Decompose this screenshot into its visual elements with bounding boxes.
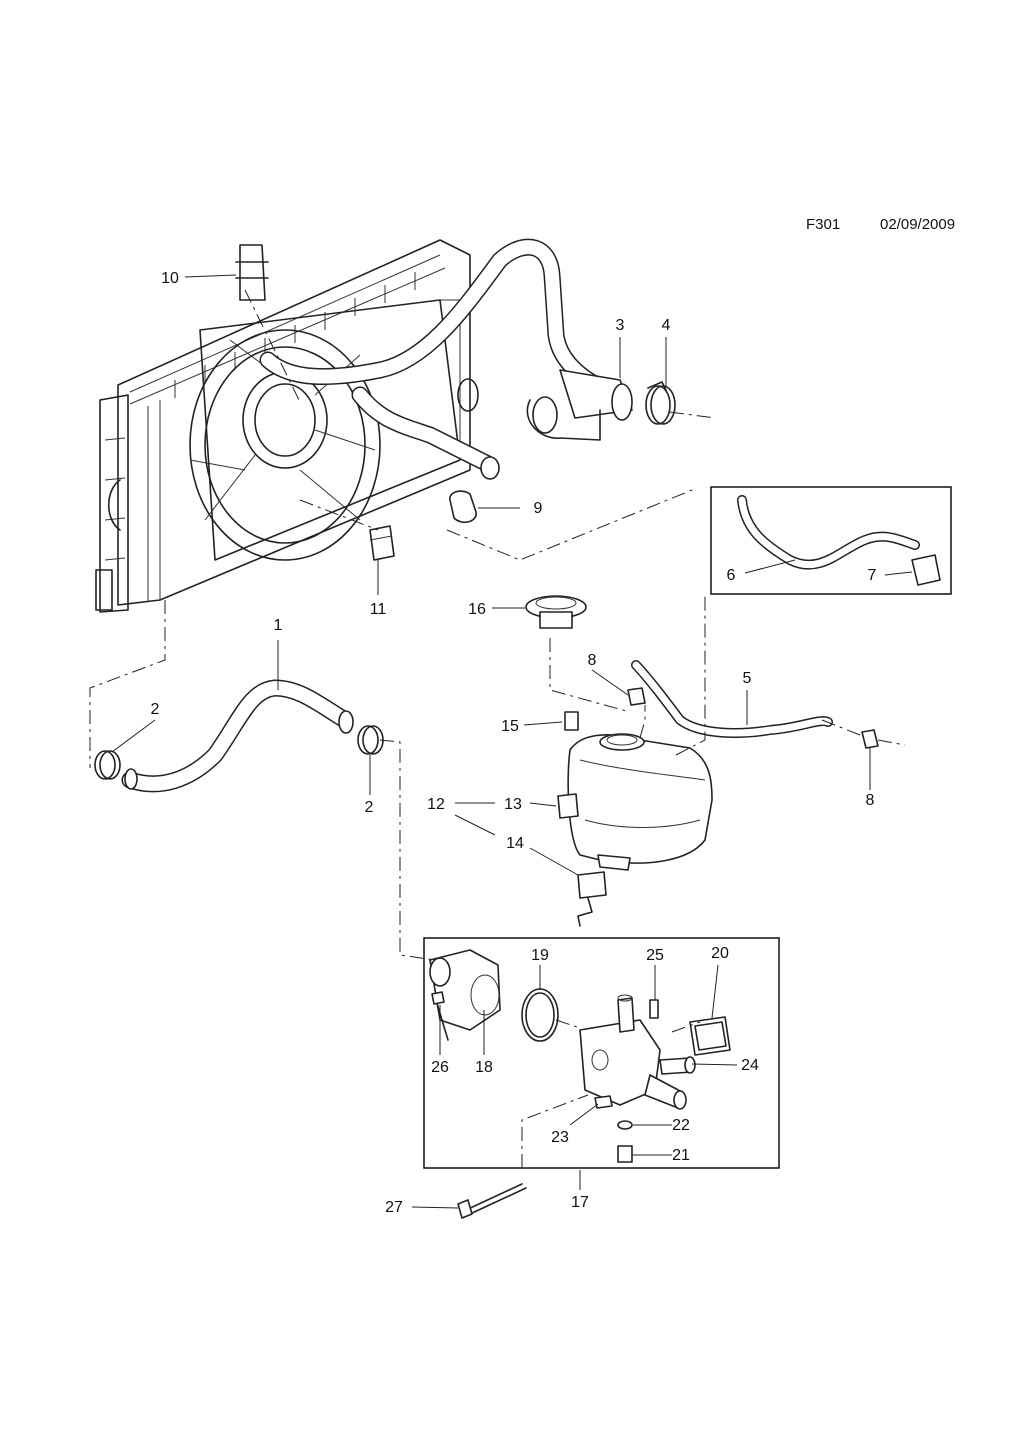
sensor-24 <box>659 1056 696 1075</box>
thermostat-cover-18 <box>429 949 501 1031</box>
bracket-11 <box>369 525 395 561</box>
callout-12: 12 <box>427 796 445 813</box>
bracket-13 <box>557 793 579 819</box>
callout-2-left: 2 <box>151 701 160 718</box>
callout-16: 16 <box>468 601 486 618</box>
callout-8-top: 8 <box>588 652 597 669</box>
clip-8-tank <box>627 687 646 706</box>
callout-18: 18 <box>475 1059 493 1076</box>
callout-25: 25 <box>646 947 664 964</box>
callout-3: 3 <box>616 317 625 334</box>
callout-27: 27 <box>385 1199 403 1216</box>
callout-15: 15 <box>501 718 519 735</box>
gasket-20 <box>689 1016 731 1056</box>
callout-11: 11 <box>370 601 387 618</box>
thermostat-housing-17 <box>579 994 687 1110</box>
callout-26: 26 <box>431 1059 449 1076</box>
expansion-tank <box>567 733 713 871</box>
hose-6 <box>737 495 920 570</box>
hose-5 <box>631 660 833 738</box>
clamp-9 <box>449 490 477 524</box>
callout-4: 4 <box>662 317 671 334</box>
clip-10 <box>235 244 269 301</box>
lower-radiator-hose <box>121 679 354 793</box>
bolt-27 <box>457 1183 527 1219</box>
radiator-fan-assembly <box>95 239 479 613</box>
hose-clamp-4 <box>645 381 676 425</box>
clip-8-hose <box>861 729 879 749</box>
callout-2-right: 2 <box>365 799 374 816</box>
hose-clamp-2-left <box>94 750 121 780</box>
callout-6: 6 <box>727 567 736 584</box>
callout-21: 21 <box>672 1147 690 1164</box>
callout-23: 23 <box>551 1129 569 1146</box>
callout-22: 22 <box>672 1117 690 1134</box>
leader-lines <box>111 274 913 1209</box>
sensor-14 <box>577 871 607 927</box>
callout-1: 1 <box>274 617 283 634</box>
diagram-date: 02/09/2009 <box>880 216 956 233</box>
inset-frame-hose-6 <box>710 486 952 595</box>
callout-14: 14 <box>506 835 524 852</box>
callout-labels: 1 2 2 3 4 5 6 7 8 8 9 10 11 12 13 14 15 … <box>151 270 877 1216</box>
pin-25 <box>649 999 659 1019</box>
callout-20: 20 <box>711 945 729 962</box>
plug-21 <box>617 1145 633 1163</box>
callout-9: 9 <box>534 500 543 517</box>
callout-5: 5 <box>743 670 752 687</box>
seal-ring-19 <box>521 988 559 1042</box>
washer-22 <box>617 1120 633 1130</box>
callout-8-right: 8 <box>866 792 875 809</box>
upper-radiator-hose <box>259 238 633 480</box>
diagram-code: F301 <box>806 216 841 233</box>
hose-clamp-2-right <box>357 725 384 755</box>
filler-cap-16 <box>525 595 587 629</box>
callout-13: 13 <box>504 796 522 813</box>
callout-10: 10 <box>161 270 179 287</box>
bolt-26 <box>431 991 449 1041</box>
pin-23 <box>594 1095 613 1109</box>
sensor-15 <box>564 711 579 731</box>
callout-19: 19 <box>531 947 549 964</box>
clip-7 <box>911 554 941 586</box>
callout-17: 17 <box>571 1194 589 1211</box>
inset-frame-thermostat <box>423 937 780 1169</box>
callout-7: 7 <box>868 567 877 584</box>
callout-24: 24 <box>741 1057 759 1074</box>
connection-lines <box>89 289 906 1168</box>
